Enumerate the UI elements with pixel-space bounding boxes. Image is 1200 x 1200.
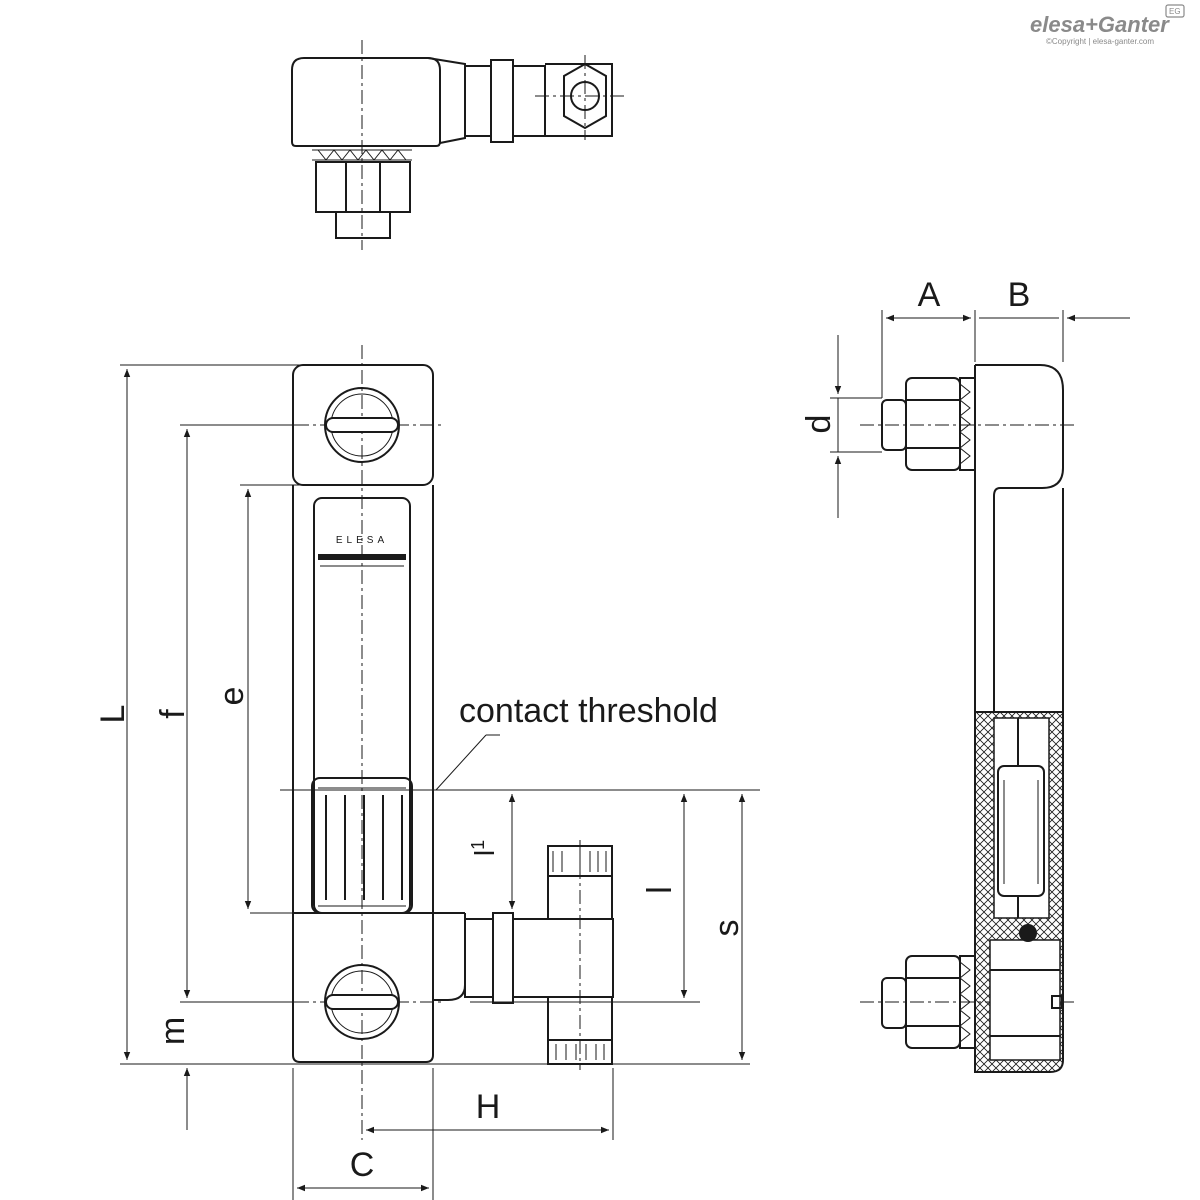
top-view [291,40,625,250]
brand-logo: elesa+Ganter EG ©Copyright | elesa-gante… [1030,4,1185,46]
dim-label-m: m [154,1017,192,1045]
front-view: ELESA contact threshold [270,345,718,1140]
brand-badge [1165,4,1185,18]
window-band [318,554,406,560]
dim-label-l1-main: l [469,850,500,856]
brand-logo-text: elesa+Ganter [1030,12,1170,37]
front-dimensions: L f e m l1 l s H C [94,364,760,1200]
dim-label-e: e [213,687,251,706]
dim-label-A: A [918,276,941,314]
dim-label-L: L [94,705,132,724]
dim-label-l: l [641,886,679,894]
dim-label-d: d [800,415,838,434]
brand-copyright: ©Copyright | elesa-ganter.com [1046,37,1154,46]
window-label: ELESA [336,535,388,546]
side-dimensions: A B d [800,276,1130,518]
dim-label-H: H [476,1088,501,1126]
annotation-contact-threshold: contact threshold [459,692,718,730]
dim-label-s: s [708,920,746,937]
dim-label-C: C [350,1146,375,1184]
dim-label-B: B [1008,276,1031,314]
side-view [860,364,1075,1073]
dim-label-f: f [154,709,192,719]
dim-label-l1: l1 [468,840,500,856]
brand-badge-text: EG [1169,7,1181,16]
dim-label-l1-sub: 1 [468,840,488,850]
